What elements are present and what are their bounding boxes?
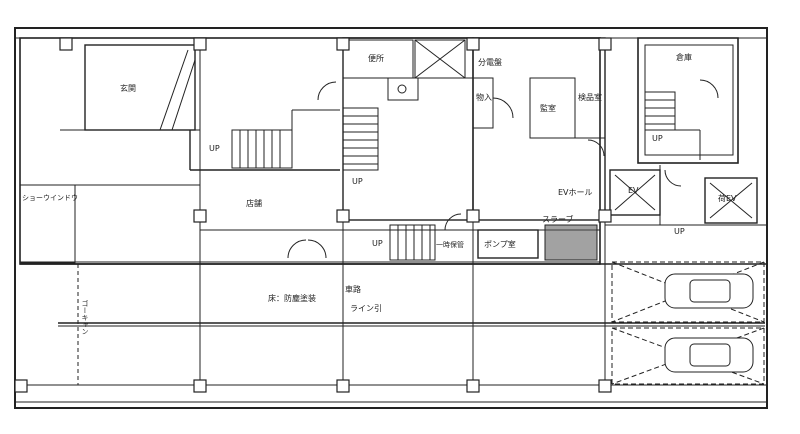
door-swing-5	[699, 79, 719, 99]
freight-lift	[704, 177, 758, 224]
door-swing-7	[317, 81, 337, 101]
door-swing-2	[444, 213, 462, 231]
parking-bay-2	[611, 327, 765, 385]
car-1	[664, 273, 754, 309]
room-label-entrance: 玄関	[120, 84, 136, 93]
room-label-store: 店舗	[246, 199, 262, 208]
door-swing-3	[492, 97, 514, 119]
room-label-storage: 物入	[476, 93, 492, 102]
stair-label-up-1: UP	[209, 144, 220, 153]
room-label-ev-hall: EVホール	[558, 188, 593, 197]
car-2	[664, 337, 754, 373]
room-label-slope: スラーブ	[542, 215, 574, 224]
stair-4	[389, 224, 436, 261]
entrance-room	[84, 44, 196, 131]
room-label-pump: ポンプ室	[484, 240, 516, 249]
stair-label-up-3: UP	[652, 134, 663, 143]
stair-3	[644, 91, 676, 131]
road-label-line: ライン引	[350, 304, 382, 313]
stair-1	[231, 129, 293, 169]
door-swing-4	[587, 139, 605, 157]
room-label-showcase: ショーウインドウ	[22, 194, 78, 202]
road-label-lane: 車路	[345, 285, 361, 294]
room-label-guard: 監室	[540, 104, 556, 113]
shaft	[414, 39, 466, 79]
stair-label-up-5: UP	[674, 227, 685, 236]
room-label-stair-storage: 一時保管	[436, 241, 464, 249]
slope-area	[544, 224, 598, 261]
room-label-distribution: 分電盤	[478, 58, 502, 67]
parking-bay-1	[611, 261, 765, 323]
room-label-toilet: 便所	[368, 54, 384, 63]
stair-2	[342, 107, 379, 171]
pump-room	[477, 229, 539, 259]
road-label-floor-finish: 床：防塵塗装	[268, 294, 316, 303]
stair-label-up-4: UP	[372, 239, 383, 248]
room-label-warehouse: 倉庫	[676, 53, 692, 62]
toilet-room	[342, 39, 414, 79]
door-swing-1	[287, 239, 307, 259]
stair-label-up-2: UP	[352, 177, 363, 186]
warehouse-room	[637, 37, 739, 164]
stair-1-treads	[239, 130, 281, 168]
door-swing-6	[664, 169, 682, 187]
outer-wall	[14, 27, 768, 409]
room-label-inspection: 検品室	[578, 93, 602, 102]
room-label-ev: EV	[628, 186, 639, 195]
road-label-side: ゴーキャン	[81, 300, 89, 335]
room-label-freight-lift: 荷EV	[718, 194, 737, 203]
